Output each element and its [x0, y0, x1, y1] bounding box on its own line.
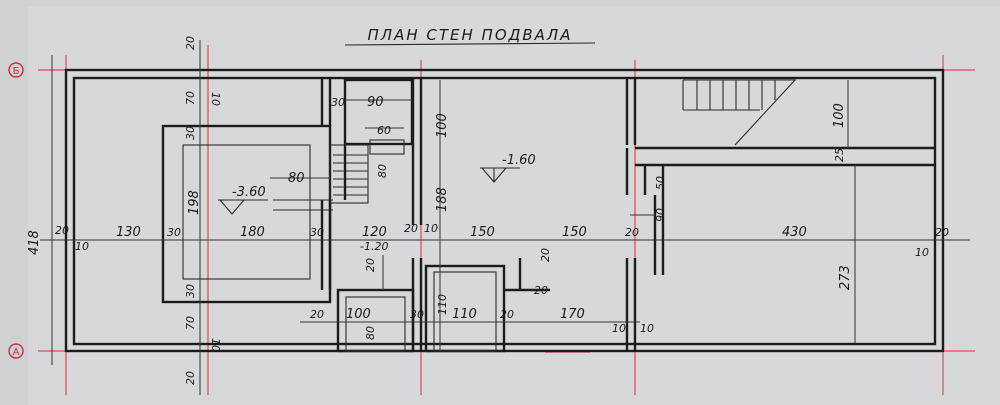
dim-height-418: 418	[27, 230, 42, 255]
dim-10-right: 10	[915, 246, 929, 259]
dim-stair-30: 30	[331, 96, 345, 109]
dim-right-door-20b: 20	[534, 284, 548, 297]
dim-bottom-20: 20	[184, 371, 197, 385]
dim-20-left: 20	[55, 224, 69, 237]
dim-right-100: 100	[832, 103, 847, 128]
dim-top-20: 20	[184, 36, 197, 50]
dim-right-90: 90	[654, 208, 667, 222]
dim-20-b: 20	[625, 226, 639, 239]
dim-bottom-20-b: 20	[500, 308, 514, 321]
dim-430: 430	[782, 225, 807, 240]
dim-20-right: 20	[935, 226, 949, 239]
dim-stair-90: 90	[367, 95, 384, 110]
dim-right-door-20: 20	[539, 248, 552, 262]
dim-bottom-20-a: 20	[310, 308, 324, 321]
dim-130: 130	[116, 225, 141, 240]
level-marker-main	[480, 167, 520, 183]
dimension-labels: 20 20 418 70 10 30 198 30 70 10 20 10 13…	[27, 36, 949, 385]
dim-30-a: 30	[167, 226, 181, 239]
dim-door-80: 80	[364, 326, 377, 340]
title-underline	[344, 42, 596, 46]
dim-center-188: 188	[435, 187, 450, 212]
level-mid: -1.20	[360, 240, 388, 253]
dim-center-100: 100	[435, 113, 450, 138]
plan-title: ПЛАН СТЕН ПОДВАЛА	[368, 26, 573, 44]
dim-150-b: 150	[562, 225, 587, 240]
level-marker-left	[218, 199, 268, 215]
dim-30-b: 30	[310, 226, 324, 239]
dim-bottom-10-b: 10	[640, 322, 654, 335]
paper-sheet	[28, 6, 1000, 405]
dimension-lines	[40, 40, 970, 395]
dim-stair-80-v: 80	[376, 164, 389, 178]
dim-bottom-30: 30	[410, 308, 424, 321]
dim-bottom-110: 110	[452, 307, 477, 322]
dim-stair-60: 60	[377, 124, 391, 137]
dim-right-25: 25	[833, 148, 846, 162]
dim-70-bottom: 70	[184, 316, 197, 330]
dim-70-top: 70	[184, 91, 197, 105]
axis-label-top: Б	[13, 66, 20, 77]
dim-10-top: 10	[209, 92, 222, 106]
dim-120: 120	[362, 225, 387, 240]
axis-label-bottom: A	[13, 347, 20, 358]
level-labels: -1.60 -3.60 -1.20	[232, 153, 536, 253]
axis-marker-top	[8, 62, 24, 78]
dim-10-bottom: 10	[209, 338, 222, 352]
dim-bottom-170: 170	[560, 307, 585, 322]
level-left: -3.60	[232, 185, 266, 200]
dim-right-50: 50	[654, 176, 667, 190]
left-room-walls	[161, 78, 332, 304]
center-walls	[336, 78, 637, 353]
dim-180: 180	[240, 225, 265, 240]
dim-10-left: 10	[75, 240, 89, 253]
dim-198: 198	[187, 190, 202, 215]
dim-door-110: 110	[436, 294, 449, 315]
dim-door-20: 20	[364, 258, 377, 272]
level-main: -1.60	[502, 153, 536, 168]
dim-bottom-100: 100	[346, 307, 371, 322]
dim-right-273: 273	[838, 265, 853, 290]
dim-bottom-10-a: 10	[612, 322, 626, 335]
dim-30-bottom: 30	[184, 284, 197, 298]
dim-30-top: 30	[184, 126, 197, 140]
axis-marker-bottom	[8, 343, 24, 359]
stair-block-right	[625, 79, 935, 275]
dim-20-a: 20	[404, 222, 418, 235]
dim-150-a: 150	[470, 225, 495, 240]
dim-stair-80-h: 80	[288, 171, 305, 186]
dim-10-a: 10	[424, 222, 438, 235]
